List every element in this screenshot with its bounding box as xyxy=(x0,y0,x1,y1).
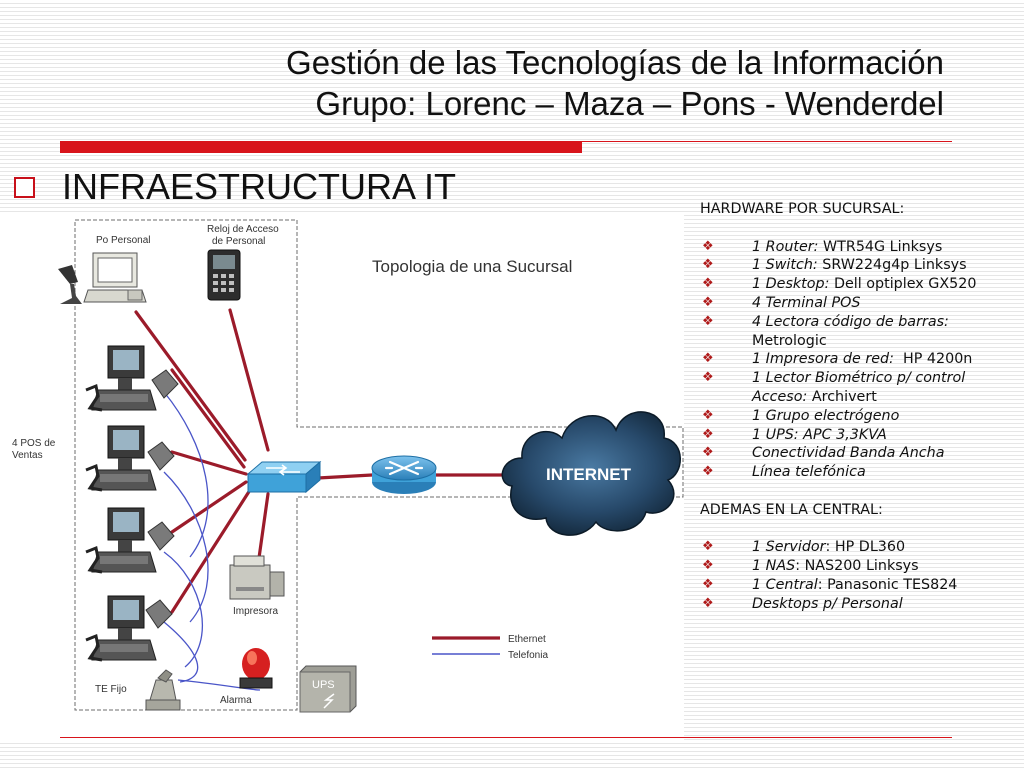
diagram-title: Topologia de una Sucursal xyxy=(372,257,572,276)
diamond-bullet-icon: ❖ xyxy=(702,576,714,592)
router-icon xyxy=(371,455,437,494)
internet-cloud-icon xyxy=(501,411,681,536)
telephony-cables xyxy=(163,391,261,691)
title-line-1: Gestión de las Tecnologías de la Informa… xyxy=(286,44,944,81)
legend-telefonia-label: Telefonia xyxy=(508,650,548,661)
list-item: ❖1 Impresora de red: HP 4200n xyxy=(702,351,973,368)
pos-terminal-icon xyxy=(85,425,175,492)
diagram-legend: Ethernet Telefonia xyxy=(432,634,548,661)
central-list: ❖1 Servidor: HP DL360 ❖1 NAS: NAS200 Lin… xyxy=(700,538,1020,613)
pos-label-line-2: Ventas xyxy=(12,450,43,461)
list-item: ❖4 Lectora código de barras:Metrologic xyxy=(702,313,949,349)
diamond-bullet-icon: ❖ xyxy=(702,595,714,611)
diamond-bullet-icon: ❖ xyxy=(702,313,714,329)
list-item: ❖Conectividad Banda Ancha xyxy=(702,445,945,462)
te-fijo-label: TE Fijo xyxy=(95,684,127,695)
list-item: ❖1 Servidor: HP DL360 xyxy=(702,539,906,556)
title-line-2: Grupo: Lorenc – Maza – Pons - Wenderdel xyxy=(315,85,944,122)
title-red-line xyxy=(582,141,952,142)
list-item: ❖Desktops p/ Personal xyxy=(702,595,903,612)
po-personal-label: Po Personal xyxy=(96,235,150,246)
section-heading: INFRAESTRUCTURA IT xyxy=(62,166,457,207)
hardware-list: ❖1 Router: WTR54G Linksys ❖1 Switch: SRW… xyxy=(700,238,1020,482)
landline-phone-icon xyxy=(145,669,181,711)
ethernet-cables xyxy=(134,308,512,614)
list-item: ❖1 Switch: SRW224g4p Linksys xyxy=(702,257,967,274)
hardware-header: HARDWARE POR SUCURSAL: xyxy=(700,201,905,217)
list-item: ❖1 Central: Panasonic TES824 xyxy=(702,576,958,593)
diamond-bullet-icon: ❖ xyxy=(702,539,714,555)
list-item: ❖4 Terminal POS xyxy=(702,294,861,311)
legend-ethernet-label: Ethernet xyxy=(508,634,546,645)
slide-title: Gestión de las Tecnologías de la Informa… xyxy=(286,42,944,124)
printer-icon xyxy=(229,555,285,600)
alarma-label: Alarma xyxy=(220,695,252,706)
biometric-reader-icon xyxy=(207,249,241,301)
list-item: ❖Línea telefónica xyxy=(702,464,866,481)
diamond-bullet-icon: ❖ xyxy=(702,464,714,480)
alarm-siren-icon xyxy=(239,648,273,689)
diamond-bullet-icon: ❖ xyxy=(702,370,714,386)
diamond-bullet-icon: ❖ xyxy=(702,257,714,273)
pos-terminal-icon xyxy=(85,595,173,662)
reloj-label-line-1: Reloj de Acceso xyxy=(207,224,279,235)
hollow-square-bullet-icon xyxy=(14,177,35,198)
list-item: ❖1 Grupo electrógeno xyxy=(702,407,900,424)
list-item: ❖1 Desktop: Dell optiplex GX520 xyxy=(702,276,977,293)
reloj-label-line-2: de Personal xyxy=(212,236,265,247)
diamond-bullet-icon: ❖ xyxy=(702,407,714,423)
diamond-bullet-icon: ❖ xyxy=(702,238,714,254)
footer-red-line xyxy=(60,737,952,738)
diamond-bullet-icon: ❖ xyxy=(702,426,714,442)
pos-label-line-1: 4 POS de xyxy=(12,438,56,449)
internet-label: INTERNET xyxy=(546,465,632,484)
title-red-bar xyxy=(60,141,582,153)
list-item: ❖1 NAS: NAS200 Linksys xyxy=(702,558,919,575)
network-topology-diagram: Topologia de una Sucursal Po Personal Re… xyxy=(0,212,684,740)
network-switch-icon xyxy=(246,460,322,494)
barcode-scanner-icon xyxy=(58,265,82,304)
impresora-label: Impresora xyxy=(233,606,278,617)
list-item: ❖1 UPS: APC 3,3KVA xyxy=(702,426,887,443)
ups-label: UPS xyxy=(312,679,335,691)
diamond-bullet-icon: ❖ xyxy=(702,276,714,292)
central-header: ADEMAS EN LA CENTRAL: xyxy=(700,501,883,518)
ups-icon xyxy=(299,665,357,713)
desktop-computer-icon xyxy=(83,252,147,303)
diamond-bullet-icon: ❖ xyxy=(702,445,714,461)
pos-terminal-icon xyxy=(85,507,175,574)
diamond-bullet-icon: ❖ xyxy=(702,294,714,310)
hardware-panel: HARDWARE POR SUCURSAL: ❖1 Router: WTR54G… xyxy=(700,200,1020,614)
list-item: ❖1 Router: WTR54G Linksys xyxy=(702,238,943,255)
pos-terminal-icon xyxy=(85,345,179,412)
diamond-bullet-icon: ❖ xyxy=(702,558,714,574)
diamond-bullet-icon: ❖ xyxy=(702,351,714,367)
